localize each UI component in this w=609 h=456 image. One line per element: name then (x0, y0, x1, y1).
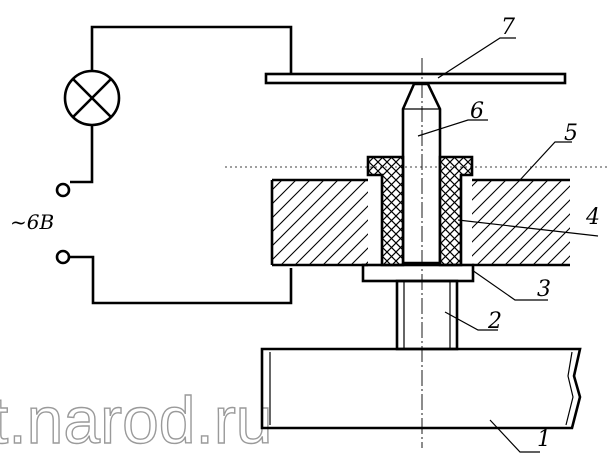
lamp-icon (63, 69, 121, 127)
label-part-7: 7 (501, 15, 515, 40)
contact-plate (264, 72, 567, 85)
label-part-1: 1 (537, 427, 551, 452)
base (260, 347, 582, 430)
label-part-6: 6 (470, 99, 484, 124)
label-part-2: 2 (487, 309, 502, 334)
test-plate (270, 178, 570, 267)
label-part-4: 4 (585, 205, 600, 230)
support-stem (395, 279, 459, 351)
terminal-lower (55, 249, 71, 265)
insulating-bushing (366, 155, 474, 267)
watermark: t.narod.ru (0, 383, 273, 456)
pin (401, 82, 442, 265)
terminal-upper (55, 182, 71, 198)
label-part-3: 3 (537, 277, 551, 302)
leaders (417, 37, 599, 453)
voltage-label: ~6B (10, 210, 54, 234)
circuit: ~6B (10, 25, 293, 305)
assembly (225, 58, 609, 448)
washer (361, 263, 475, 283)
label-part-5: 5 (564, 121, 578, 146)
